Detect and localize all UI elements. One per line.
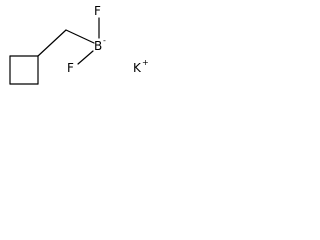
boron-to-fluorine-left-bond [77,50,94,65]
chemical-structure: F B - F K + [9,4,149,85]
methylene-to-boron-bond [65,29,95,44]
fluorine-top-label: F [94,4,101,18]
ring-to-methylene-bond [37,29,67,57]
potassium-charge-label: + [142,58,149,67]
boron-label: B [94,39,102,53]
fluorine-left-label: F [67,61,74,75]
potassium-label: K [133,61,142,75]
boron-charge-label: - [103,36,106,45]
cyclobutane-ring [9,55,39,85]
